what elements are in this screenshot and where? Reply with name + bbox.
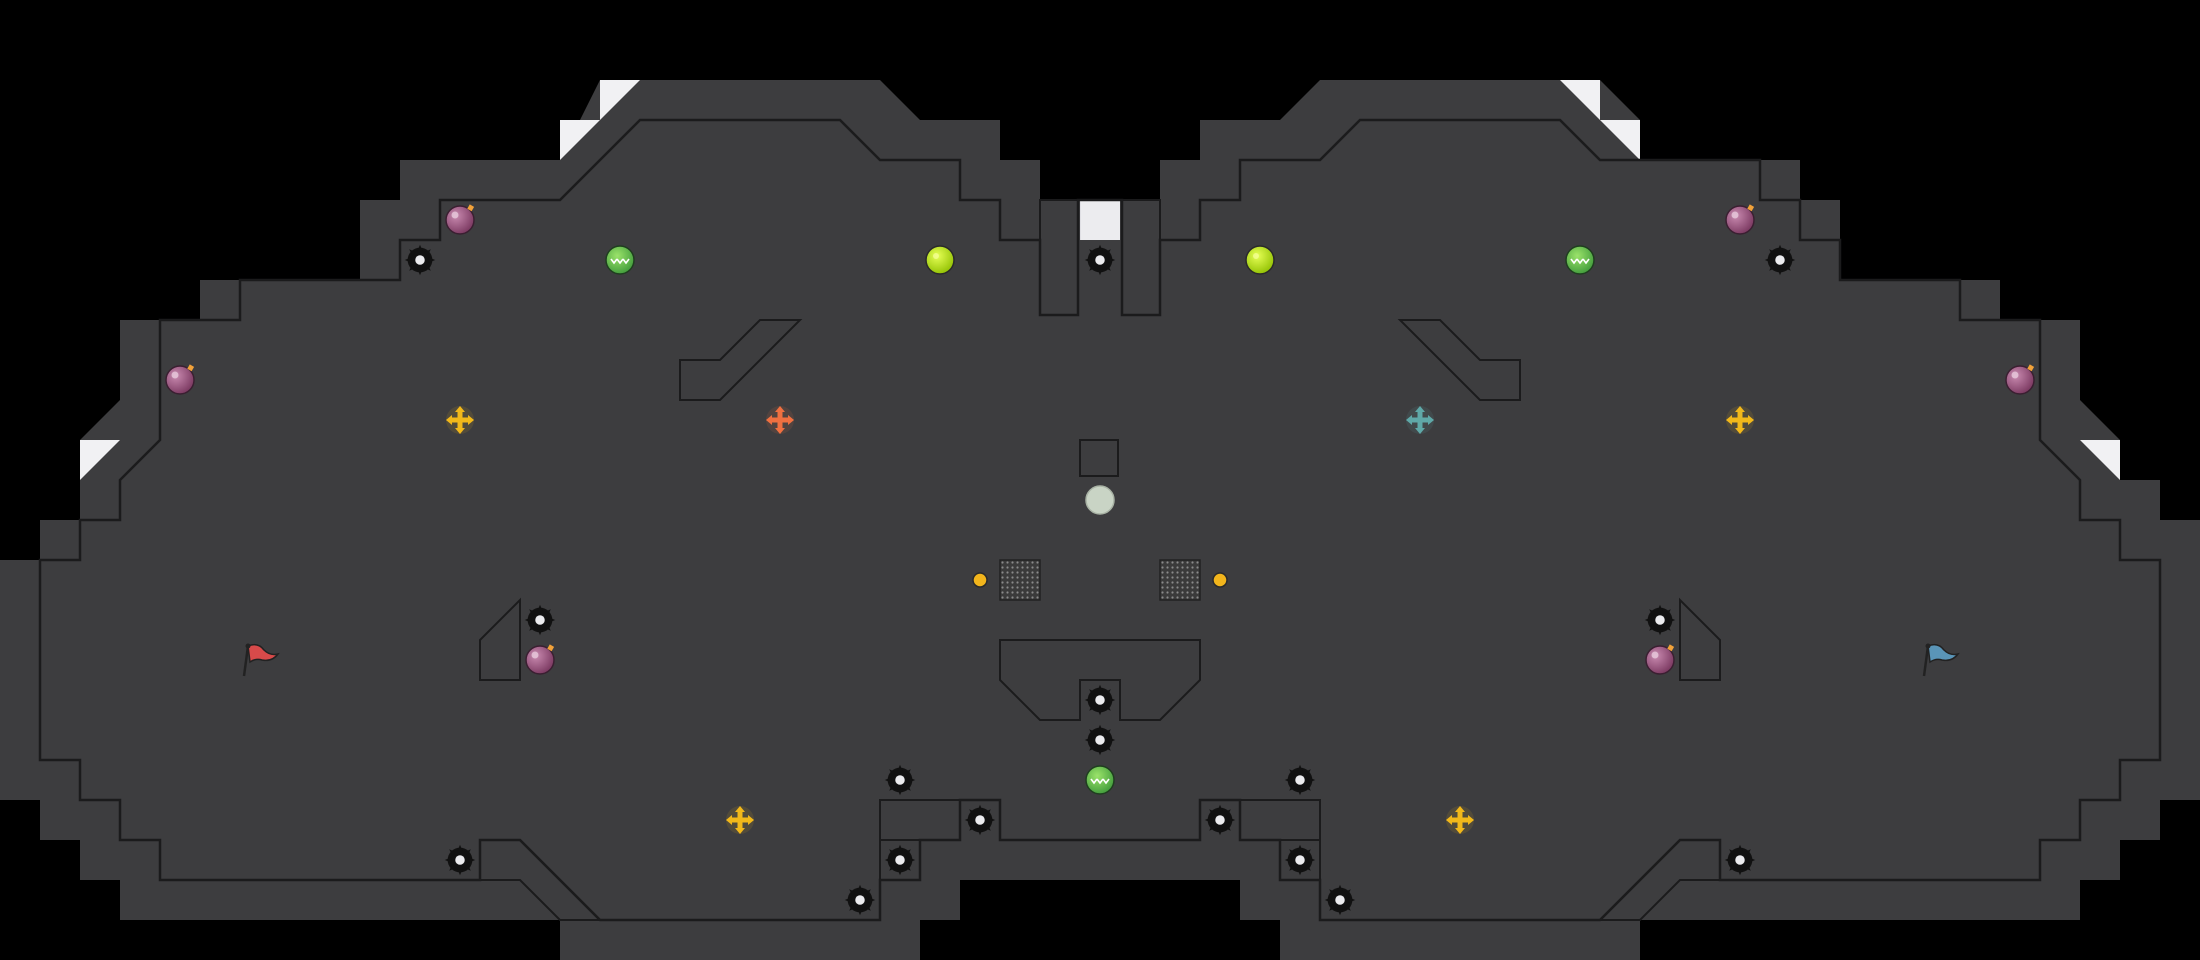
inner-wall (1679, 597, 1721, 681)
spike-icon (884, 764, 916, 796)
portal-center-icon (1085, 485, 1115, 515)
gate-tile (999, 559, 1041, 601)
wall-bevel (1600, 120, 1640, 160)
wall-bevel (1560, 80, 1600, 120)
blue-flag (1922, 643, 1960, 677)
spike-icon (524, 604, 556, 636)
object-layer (165, 203, 2035, 916)
boost-icon (605, 245, 635, 275)
boost-icon (1085, 765, 1115, 795)
inner-wall (1079, 439, 1119, 477)
gate-tile (1159, 559, 1201, 601)
wall-layer (0, 80, 2200, 960)
portal-icon (766, 406, 794, 434)
inner-wall (879, 799, 961, 841)
spike-icon (1204, 804, 1236, 836)
outer-wall (0, 80, 2200, 960)
spike-icon (1324, 884, 1356, 916)
spike-icon (1084, 684, 1116, 716)
spike-icon (444, 844, 476, 876)
inner-wall (1121, 199, 1161, 316)
inner-wall (479, 597, 521, 681)
inner-wall (679, 319, 803, 401)
spike-icon (1084, 244, 1116, 276)
button-icon (972, 572, 988, 588)
boost-icon (1565, 245, 1595, 275)
spike-icon (884, 844, 916, 876)
spike-icon (1084, 724, 1116, 756)
red-flag (242, 643, 280, 677)
wall-bevel (600, 80, 640, 120)
powerup-icon (925, 245, 955, 275)
spike-icon (1284, 844, 1316, 876)
portal-icon (1446, 806, 1474, 834)
inner-wall (1239, 799, 1321, 841)
portal-icon (726, 806, 754, 834)
portal-icon (1406, 406, 1434, 434)
inner-wall (1397, 319, 1521, 401)
inner-wall (1039, 199, 1079, 316)
portal-icon (1726, 406, 1754, 434)
floor-outline (38, 118, 2162, 922)
spike-icon (1724, 844, 1756, 876)
wall-bevel (80, 440, 120, 480)
spike-icon (404, 244, 436, 276)
wall-bevel (2080, 440, 2120, 480)
spike-icon (1284, 764, 1316, 796)
spike-icon (1764, 244, 1796, 276)
inner-wall (999, 639, 1201, 721)
button-icon (1212, 572, 1228, 588)
powerup-icon (1245, 245, 1275, 275)
portal-icon (446, 406, 474, 434)
spike-icon (844, 884, 876, 916)
spike-icon (964, 804, 996, 836)
wall-bevel (560, 120, 600, 160)
spike-icon (1644, 604, 1676, 636)
